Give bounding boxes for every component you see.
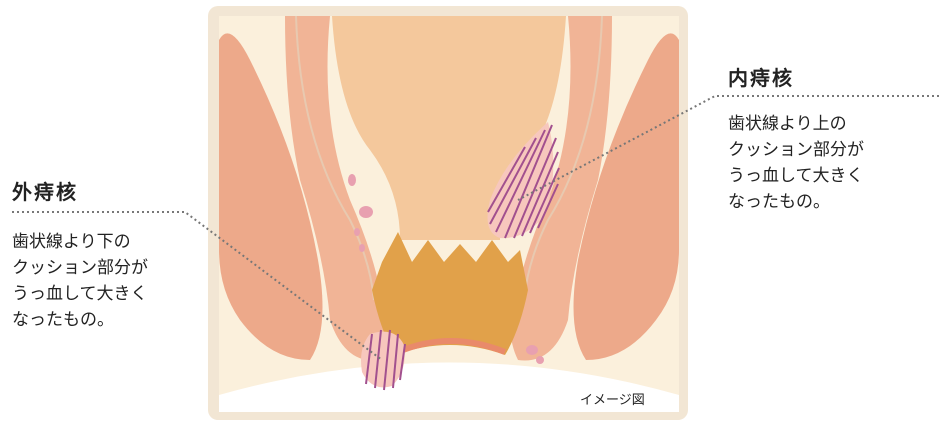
internal-description: 歯状線より上の クッション部分が うっ血して大きく なったもの。 (728, 111, 864, 215)
external-title: 外痔核 (12, 176, 148, 205)
vessel-dot (348, 174, 356, 186)
vessel-dot (536, 356, 544, 364)
vessel-dot (359, 244, 365, 252)
internal-title: 内痔核 (728, 62, 864, 91)
vessel-dot (359, 206, 373, 218)
external-description: 歯状線より下の クッション部分が うっ血して大きく なったもの。 (12, 229, 148, 333)
external-hemorrhoid-label: 外痔核 歯状線より下の クッション部分が うっ血して大きく なったもの。 (12, 176, 148, 333)
image-caption: イメージ図 (580, 389, 645, 408)
vessel-dot (354, 228, 360, 236)
vessel-dot (526, 345, 538, 355)
internal-hemorrhoid-label: 内痔核 歯状線より上の クッション部分が うっ血して大きく なったもの。 (728, 62, 864, 215)
